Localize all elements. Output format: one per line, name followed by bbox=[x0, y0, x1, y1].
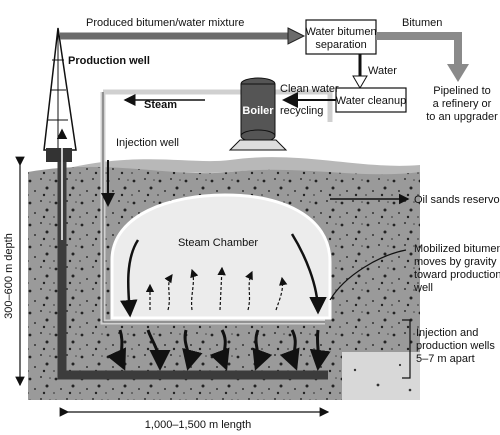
pipelined-label-3: to an upgrader bbox=[426, 111, 498, 123]
produced-mixture-label: Produced bitumen/water mixture bbox=[86, 17, 244, 29]
boiler bbox=[228, 77, 288, 151]
pipelined-label-1: Pipelined to bbox=[433, 85, 491, 97]
water-label: Water bbox=[368, 65, 397, 77]
production-well-label: Production well bbox=[68, 55, 150, 67]
bitumen-arrow bbox=[376, 32, 462, 66]
mobilized-label-2: moves by gravity bbox=[414, 256, 497, 268]
water-cleanup-label: Water cleanup bbox=[336, 95, 407, 107]
inj-prod-label-1: Injection and bbox=[416, 327, 478, 339]
surface-ground bbox=[60, 157, 420, 182]
mobilized-label-4: well bbox=[413, 282, 433, 294]
steam-chamber-label: Steam Chamber bbox=[178, 237, 258, 249]
oil-sands-label: Oil sands reservoir bbox=[414, 194, 500, 206]
inj-prod-label-2: production wells bbox=[416, 340, 495, 352]
water-cleanup-box bbox=[335, 87, 407, 113]
mobilized-label-1: Mobilized bitumen bbox=[414, 243, 500, 255]
separation-label-1: Water bitumen bbox=[305, 26, 376, 38]
clean-water-label-1: Clean water bbox=[280, 83, 339, 95]
injection-well-label: Injection well bbox=[116, 137, 179, 149]
production-well-derrick bbox=[43, 27, 77, 151]
inj-prod-label-3: 5–7 m apart bbox=[416, 353, 475, 365]
depth-label: 300–600 m depth bbox=[3, 233, 15, 319]
length-label: 1,000–1,500 m length bbox=[145, 419, 251, 431]
clean-water-label-2: recycling bbox=[280, 105, 323, 117]
steam-chamber bbox=[110, 193, 332, 320]
steam-label: Steam bbox=[144, 99, 177, 111]
bedrock-patch bbox=[342, 352, 420, 400]
water-bitumen-separation-box bbox=[305, 19, 377, 55]
mobilized-label-3: toward production bbox=[414, 269, 500, 281]
separation-label-2: separation bbox=[315, 39, 366, 51]
boiler-label: Boiler bbox=[242, 105, 274, 117]
pipelined-label-2: a refinery or bbox=[433, 98, 492, 110]
bitumen-label: Bitumen bbox=[402, 17, 442, 29]
